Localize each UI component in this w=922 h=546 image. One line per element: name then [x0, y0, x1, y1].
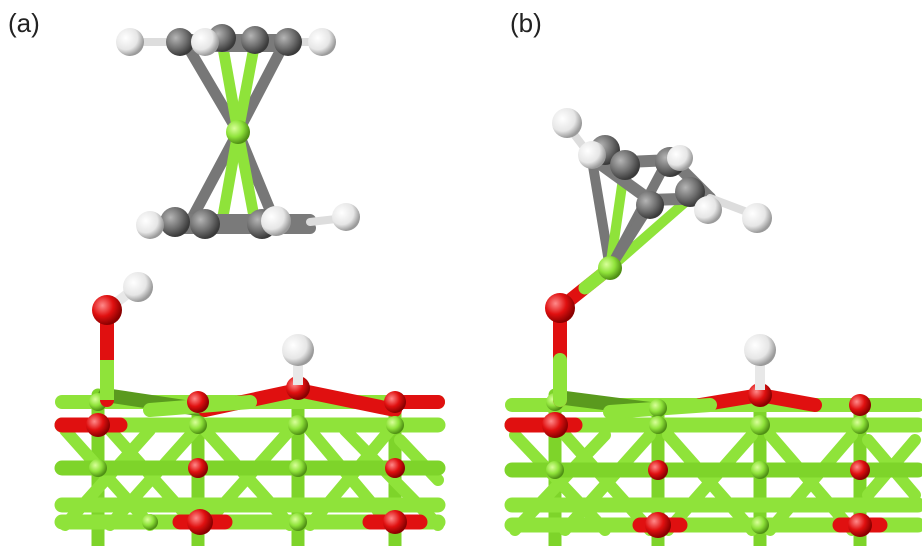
- hydroxyl-edge-a: [92, 272, 153, 407]
- cyclopentadienyl-mg-fragment-b: [552, 108, 772, 280]
- oxygen-bridge-b: [545, 261, 617, 407]
- hydroxyl-surface-b: [744, 334, 776, 390]
- panel-b: [504, 108, 922, 546]
- surface-slab-a: [54, 376, 446, 546]
- panel-label-a: (a): [8, 8, 40, 38]
- surface-slab-b: [504, 383, 922, 546]
- panel-label-b: (b): [510, 8, 542, 38]
- hydroxyl-surface-a: [282, 334, 314, 385]
- panel-a: [54, 24, 446, 546]
- magnesocene-molecule-a: [116, 24, 360, 239]
